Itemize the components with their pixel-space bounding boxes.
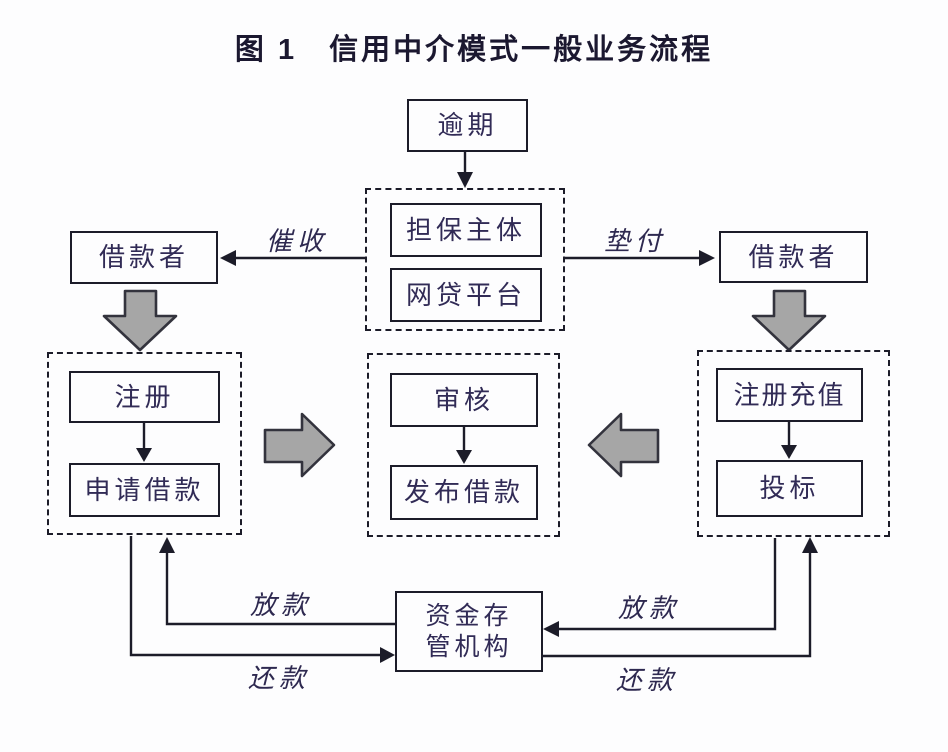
group-investor-process — [697, 350, 890, 537]
node-borrower-right-label: 借款者 — [748, 242, 839, 272]
node-custodian: 资金存 管机构 — [395, 591, 543, 672]
arrow-recharge-to-bid — [781, 422, 797, 459]
arrow-advance — [565, 250, 715, 266]
node-register-recharge-label: 注册充值 — [733, 380, 846, 410]
node-apply-loan: 申请借款 — [69, 463, 220, 517]
block-arrow-right — [263, 412, 336, 478]
node-custodian-line2: 管机构 — [425, 633, 513, 661]
edge-label-repay-right: 还款 — [616, 666, 679, 695]
node-custodian-label: 资金存 管机构 — [425, 601, 512, 663]
edge-label-disburse-left: 放款 — [250, 591, 313, 620]
arrow-overdue-to-platform — [457, 152, 473, 188]
arrow-repay-right — [543, 537, 818, 658]
node-overdue: 逾期 — [407, 99, 528, 152]
node-borrower-left: 借款者 — [70, 231, 218, 284]
node-bid: 投标 — [716, 460, 863, 517]
node-platform: 网贷平台 — [390, 268, 542, 322]
node-publish-loan-label: 发布借款 — [403, 478, 524, 507]
node-guarantor-label: 担保主体 — [405, 215, 526, 245]
group-borrower-process — [47, 352, 242, 535]
block-arrow-down-right — [751, 289, 827, 352]
arrow-disburse-left — [159, 537, 395, 626]
edge-label-repay-left: 还款 — [248, 664, 311, 693]
node-publish-loan: 发布借款 — [390, 465, 538, 520]
arrow-register-to-apply — [136, 423, 152, 462]
node-review: 审核 — [390, 373, 538, 427]
arrow-collect — [220, 250, 367, 266]
node-apply-loan-label: 申请借款 — [84, 475, 205, 505]
group-platform-process — [367, 353, 560, 537]
arrow-review-to-publish — [456, 427, 472, 464]
node-borrower-left-label: 借款者 — [98, 243, 189, 272]
node-guarantor: 担保主体 — [390, 203, 542, 257]
node-overdue-label: 逾期 — [437, 111, 498, 140]
block-arrow-left — [587, 412, 660, 478]
edge-label-collect: 催收 — [266, 227, 329, 256]
figure-title: 图 1 信用中介模式一般业务流程 — [234, 34, 714, 66]
arrow-disburse-right — [543, 538, 777, 637]
node-register-label: 注册 — [114, 382, 175, 412]
node-register-recharge: 注册充值 — [716, 368, 863, 422]
edge-label-advance: 垫付 — [604, 227, 667, 256]
node-borrower-right: 借款者 — [719, 231, 868, 283]
node-custodian-line1: 资金存 — [425, 602, 513, 630]
node-register: 注册 — [69, 371, 220, 423]
node-bid-label: 投标 — [759, 474, 820, 503]
arrow-repay-left — [129, 536, 395, 663]
node-platform-label: 网贷平台 — [405, 280, 526, 310]
node-review-label: 审核 — [433, 385, 494, 415]
block-arrow-down-left — [102, 289, 178, 352]
edge-label-disburse-right: 放款 — [618, 594, 681, 623]
group-platform-guarantor — [365, 188, 565, 331]
